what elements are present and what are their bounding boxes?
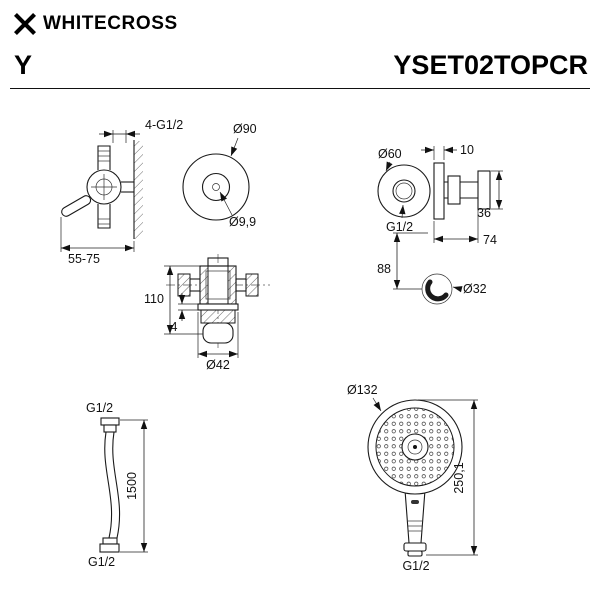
- handshower-connector-nut: [403, 542, 427, 552]
- handshower-drawing: Ø132 250,1 G1/2: [347, 383, 478, 573]
- mixer-thread-label: 4-G1/2: [145, 118, 183, 132]
- brand: WHITECROSS: [14, 13, 178, 35]
- outlet-holder-diameter: Ø32: [463, 282, 487, 296]
- holder-escutcheon: [421, 273, 453, 305]
- handshower-handle: [404, 489, 426, 544]
- holder-cup-side: [477, 170, 491, 210]
- escutcheon-outer-circle: [182, 153, 250, 221]
- handshower-length: 250,1: [452, 462, 466, 493]
- valve-sleeve: [200, 309, 236, 324]
- hose-length: 1500: [125, 472, 139, 500]
- mixer-top-port: [97, 145, 111, 170]
- valve-sleeve-diameter: Ø42: [206, 358, 230, 372]
- hose-thread-bottom: G1/2: [88, 555, 115, 569]
- hose-body: [104, 431, 113, 539]
- outlet-nut: [447, 175, 461, 205]
- outlet-holder-height: 36: [477, 206, 491, 220]
- whitecross-logo-icon: [14, 13, 36, 35]
- mixer-depth-range: 55-75: [68, 252, 100, 266]
- hose-thread-top: G1/2: [86, 401, 113, 415]
- brand-name: WHITECROSS: [43, 13, 178, 34]
- escutcheon-outer-diameter: Ø90: [233, 122, 257, 136]
- hose-bottom-nut: [99, 543, 120, 553]
- outlet-front-circle: [377, 164, 431, 218]
- mixer-handle: [61, 195, 92, 217]
- outlet-projection: 74: [483, 233, 497, 247]
- wall-hatching: [134, 141, 143, 239]
- escutcheon-hole-diameter: Ø9,9: [229, 215, 256, 229]
- valve-cap: [202, 322, 234, 344]
- escutcheon-drawing: Ø90 Ø9,9: [182, 122, 257, 229]
- handle-brand-mark: [411, 500, 419, 504]
- valve-section-drawing: 110 4 Ø42: [144, 254, 270, 372]
- handshower-thread: G1/2: [402, 559, 429, 573]
- series-code: Y: [14, 50, 33, 80]
- outlet-flange-depth: 10: [460, 143, 474, 157]
- outlet-wall-plate: [433, 162, 445, 220]
- valve-height: 110: [144, 292, 164, 306]
- outlet-thread: G1/2: [386, 220, 413, 234]
- mixer-valve-drawing: 4-G1/2 55-75: [60, 118, 183, 266]
- title-row: Y YSET02TOPCR: [14, 50, 588, 81]
- valve-flange: [197, 303, 239, 311]
- valve-plate-thickness: 4: [171, 320, 178, 334]
- outlet-center-distance: 88: [377, 262, 391, 276]
- handshower-head-diameter: Ø132: [347, 383, 378, 397]
- outlet-diameter: Ø60: [378, 147, 402, 161]
- hose-top-nut: [100, 417, 120, 426]
- header-divider: [10, 88, 590, 89]
- model-number: YSET02TOPCR: [393, 50, 588, 80]
- mixer-bottom-port: [97, 204, 111, 229]
- hose-drawing: G1/2 G1/2 1500: [86, 401, 148, 569]
- holder-hook: [425, 279, 449, 302]
- outlet-drawing: Ø60 G1/2 10 36 74: [377, 143, 503, 305]
